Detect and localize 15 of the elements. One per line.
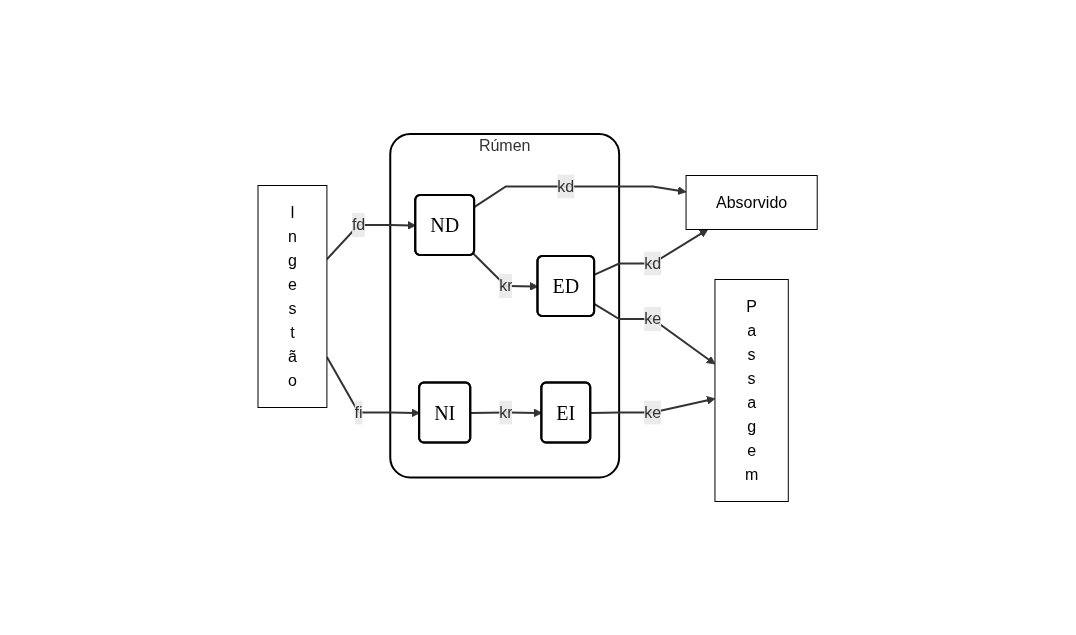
arrow [594,302,716,365]
edge-label: kr [499,276,513,294]
arrow [594,228,709,276]
node-box: Passagem [714,278,790,502]
edge-label: kd [557,177,575,195]
edge-label: fd [352,215,366,233]
edge-label: fi [354,403,363,421]
edge-label: kr [499,403,513,421]
arrow [590,395,716,414]
edge-label: ke [644,403,662,421]
node-box: Absorvido [685,174,819,230]
arrow [474,185,687,208]
edge-label: kd [644,254,662,272]
node-box: Ingestão [257,184,328,408]
edge-label: ke [644,309,662,327]
